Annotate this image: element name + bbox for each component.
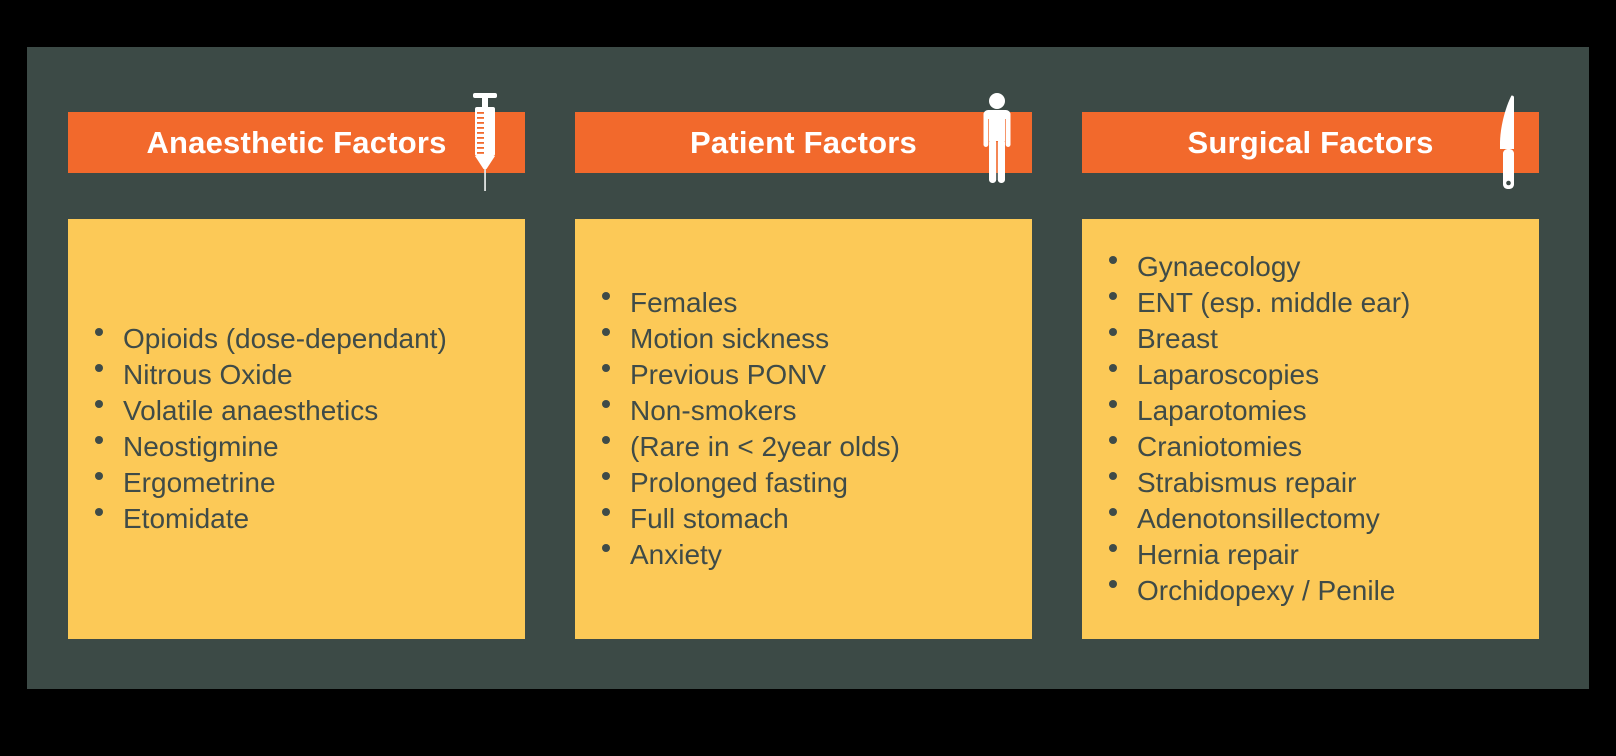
factor-list-item: Nitrous Oxide: [68, 357, 525, 393]
factor-list-item: Etomidate: [68, 501, 525, 537]
factor-list-item: Non-smokers: [575, 393, 1032, 429]
column-title: Surgical Factors: [1187, 124, 1434, 160]
factor-list-item: Volatile anaesthetics: [68, 393, 525, 429]
factor-list-item: Anxiety: [575, 537, 1032, 573]
patient-factors-header: Patient Factors: [575, 112, 1032, 173]
factor-list-item: Laparoscopies: [1082, 357, 1539, 393]
factor-list-item: Strabismus repair: [1082, 465, 1539, 501]
factor-list-item: Prolonged fasting: [575, 465, 1032, 501]
factor-list-item: Orchidopexy / Penile: [1082, 573, 1539, 609]
factor-list-item: ENT (esp. middle ear): [1082, 285, 1539, 321]
person-icon: [979, 93, 1015, 197]
factor-list-item: Opioids (dose-dependant): [68, 321, 525, 357]
factor-list-item: Laparotomies: [1082, 393, 1539, 429]
factor-list-item: Craniotomies: [1082, 429, 1539, 465]
factor-list-item: Hernia repair: [1082, 537, 1539, 573]
scalpel-knife-icon: [1495, 95, 1519, 191]
column-title: Patient Factors: [690, 124, 917, 160]
factor-list-item: Gynaecology: [1082, 249, 1539, 285]
surgical-factors-header: Surgical Factors: [1082, 112, 1539, 173]
factor-list-item: Previous PONV: [575, 357, 1032, 393]
factor-list-item: Neostigmine: [68, 429, 525, 465]
syringe-icon: [472, 93, 498, 193]
factor-list-item: Motion sickness: [575, 321, 1032, 357]
column-title: Anaesthetic Factors: [146, 124, 447, 160]
factor-list-item: Ergometrine: [68, 465, 525, 501]
factor-list-item: Females: [575, 285, 1032, 321]
anaesthetic-factors-header: Anaesthetic Factors: [68, 112, 525, 173]
factor-list-item: Adenotonsillectomy: [1082, 501, 1539, 537]
factor-list-item: Breast: [1082, 321, 1539, 357]
factor-list-item: (Rare in < 2year olds): [575, 429, 1032, 465]
factors-panel: Anaesthetic Factors: [27, 47, 1589, 689]
factor-list-item: Full stomach: [575, 501, 1032, 537]
column-anaesthetic-factors: Anaesthetic Factors: [68, 47, 525, 689]
